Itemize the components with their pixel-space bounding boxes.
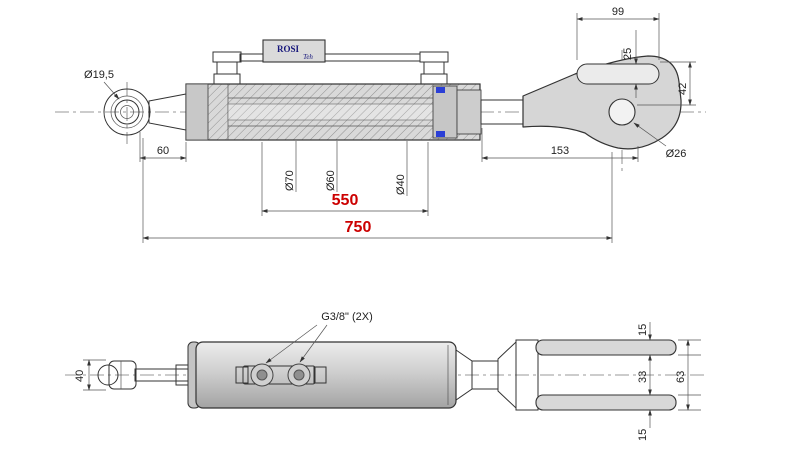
plan-view-dimensions: G3/8" (2X) 40 15 33 15 63 (74, 311, 701, 441)
left-gland (185, 83, 209, 141)
right-port-boss (420, 73, 448, 85)
plan-ball-end (97, 360, 189, 390)
top-view-dimensions: 99 25 42 Ø19,5 60 Ø70 Ø60 Ø40 (84, 6, 696, 243)
dim-hole-diameter: Ø26 (666, 148, 687, 160)
port-thread-label: G3/8" (2X) (321, 311, 373, 323)
dim-prong-top-thickness: 15 (637, 324, 649, 336)
left-port-boss (213, 73, 241, 85)
fork-prong-top (535, 339, 677, 356)
plan-fork-end (455, 339, 677, 411)
dim-ball-width: 40 (74, 370, 86, 382)
right-banjo-cap (419, 51, 449, 63)
piston (432, 85, 458, 139)
left-banjo-cap (212, 51, 242, 63)
dim-slot-width: 25 (622, 48, 634, 60)
brand-logo: ROSI (277, 44, 300, 54)
dim-clevis-offset: 42 (677, 83, 689, 95)
hydraulic-fittings: ROSI Teh (212, 39, 449, 85)
dim-prong-bottom-thickness: 15 (637, 429, 649, 441)
piston-seal-bottom (436, 131, 445, 137)
dim-rod-diameter: Ø40 (395, 174, 407, 195)
fork-prong-bottom (535, 394, 677, 411)
dim-bore-diameter: Ø60 (325, 170, 337, 191)
rod-gland (456, 89, 482, 135)
tube-right (324, 53, 421, 62)
dim-stroke-length: 550 (332, 192, 359, 209)
left-fitting-nut (216, 61, 238, 75)
dim-eye-length: 60 (157, 145, 169, 157)
plan-view: G3/8" (2X) 40 15 33 15 63 (65, 311, 705, 441)
dim-slot-length: 99 (612, 6, 624, 18)
dim-overall-length: 750 (345, 219, 372, 236)
port-boss-plate (242, 365, 316, 385)
dim-clevis-length: 153 (551, 145, 569, 157)
dim-eye-bore: Ø19,5 (84, 69, 114, 81)
dim-fork-outer-width: 63 (675, 371, 687, 383)
brand-logo-sub: Teh (303, 53, 313, 61)
right-fitting-nut (423, 61, 445, 75)
side-section-view: ROSI Teh 99 25 42 Ø19,5 (55, 6, 706, 243)
clevis-hole (608, 98, 636, 126)
piston-rod-section (227, 103, 436, 121)
clevis-slot (576, 63, 660, 85)
piston-seal-top (436, 87, 445, 93)
check-valve-block (262, 39, 326, 63)
clevis-end (480, 55, 682, 150)
cylinder-barrel-section (185, 83, 482, 141)
dim-outer-diameter: Ø70 (284, 170, 296, 191)
dim-fork-gap: 33 (637, 371, 649, 383)
tube-left (239, 53, 264, 62)
plan-cylinder-body (187, 341, 457, 409)
